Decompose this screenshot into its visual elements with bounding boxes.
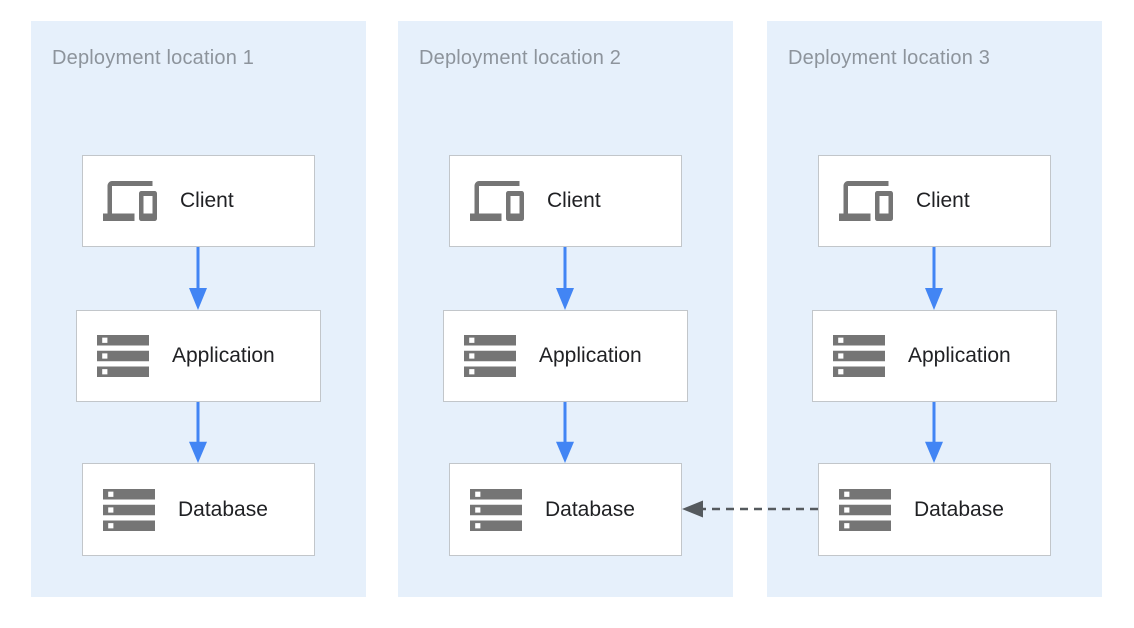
- servers-icon: [833, 335, 885, 377]
- arrow-down-icon: [556, 247, 574, 310]
- panel-title: Deployment location 1: [52, 47, 255, 69]
- application-node: Application: [443, 310, 688, 402]
- arrow-down-icon: [925, 247, 943, 310]
- node-label: Client: [916, 189, 970, 212]
- node-label: Client: [180, 189, 234, 212]
- arrow-down-icon: [189, 402, 207, 463]
- servers-icon: [464, 335, 516, 377]
- client-node: Client: [818, 155, 1051, 247]
- node-label: Client: [547, 189, 601, 212]
- node-label: Database: [178, 497, 268, 521]
- database-node: Database: [82, 463, 315, 556]
- servers-icon: [103, 488, 155, 531]
- servers-icon: [839, 488, 891, 531]
- database-node: Database: [449, 463, 682, 556]
- arrow-down-icon: [556, 402, 574, 463]
- node-label: Application: [539, 344, 642, 367]
- devices-icon: [103, 181, 157, 221]
- client-node: Client: [82, 155, 315, 247]
- arrow-down-icon: [189, 247, 207, 310]
- node-label: Application: [908, 344, 1011, 367]
- devices-icon: [470, 181, 524, 221]
- dashed-arrow-left-icon: [682, 500, 818, 518]
- client-node: Client: [449, 155, 682, 247]
- deployment-location-2-panel: Deployment location 2 Client Application: [398, 21, 733, 597]
- node-label: Database: [914, 497, 1004, 521]
- panel-title: Deployment location 3: [788, 47, 991, 69]
- servers-icon: [470, 488, 522, 531]
- panel-title: Deployment location 2: [419, 47, 622, 69]
- application-node: Application: [76, 310, 321, 402]
- database-node: Database: [818, 463, 1051, 556]
- node-label: Application: [172, 344, 275, 367]
- application-node: Application: [812, 310, 1057, 402]
- deployment-location-3-panel: Deployment location 3 Client Application: [767, 21, 1102, 597]
- servers-icon: [97, 335, 149, 377]
- arrow-down-icon: [925, 402, 943, 463]
- node-label: Database: [545, 497, 635, 521]
- deployment-location-1-panel: Deployment location 1 Client Application: [31, 21, 366, 597]
- devices-icon: [839, 181, 893, 221]
